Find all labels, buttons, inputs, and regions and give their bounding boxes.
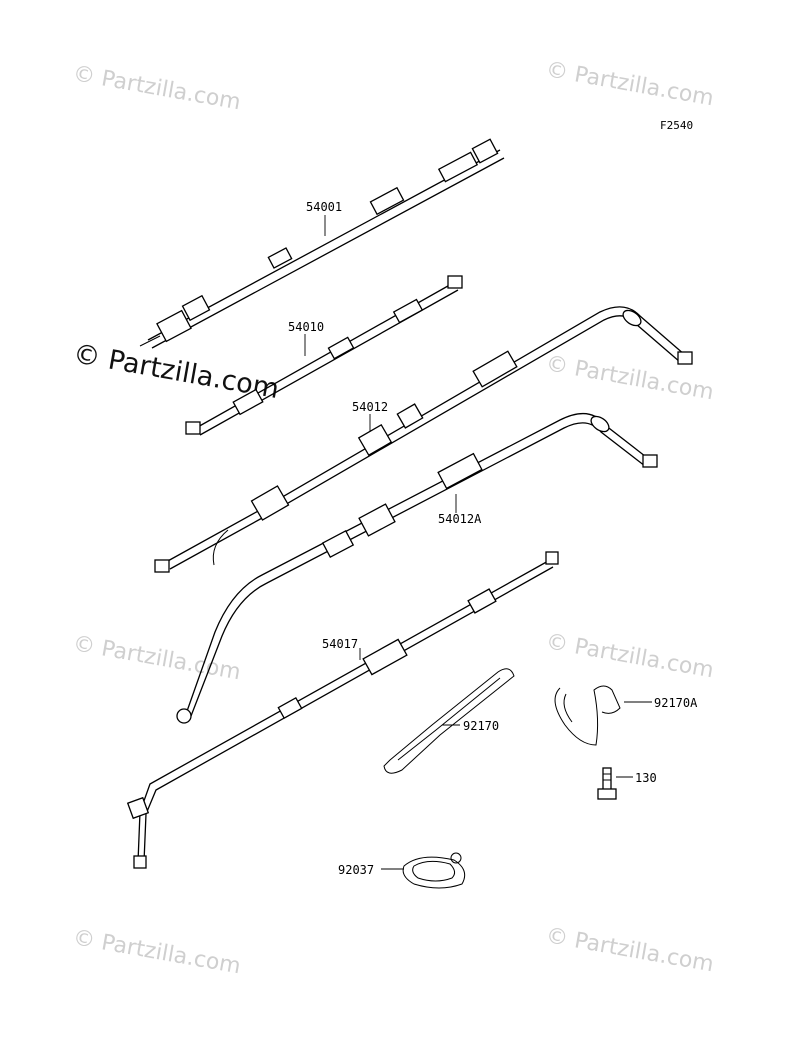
clamp-92170 — [383, 668, 515, 774]
cable-54001 — [139, 138, 505, 349]
part-label-92170A: 92170A — [654, 696, 698, 710]
part-label-92170: 92170 — [463, 719, 499, 733]
watermark: © Partzilla.com — [544, 629, 716, 683]
watermark: © Partzilla.com — [71, 631, 243, 685]
part-label-54012: 54012 — [352, 400, 388, 414]
part-label-54017: 54017 — [322, 637, 358, 651]
watermark: © Partzilla.com — [544, 57, 716, 111]
grommet-92037 — [402, 852, 466, 889]
bolt-130 — [597, 767, 617, 800]
part-label-130: 130 — [635, 771, 657, 785]
cable-54017 — [126, 551, 559, 869]
watermark: © Partzilla.com — [71, 925, 243, 979]
part-label-92037: 92037 — [338, 863, 374, 877]
part-label-54012A: 54012A — [438, 512, 482, 526]
diagram-code: F2540 — [660, 119, 693, 132]
cable-54012 — [154, 306, 693, 573]
watermark: © Partzilla.com — [544, 923, 716, 977]
watermark: © Partzilla.com — [71, 61, 243, 115]
clamp-92170A — [554, 685, 621, 746]
cable-54010 — [185, 275, 463, 436]
part-label-54010: 54010 — [288, 320, 324, 334]
part-label-54001: 54001 — [306, 200, 342, 214]
cable-54012A — [176, 413, 658, 724]
